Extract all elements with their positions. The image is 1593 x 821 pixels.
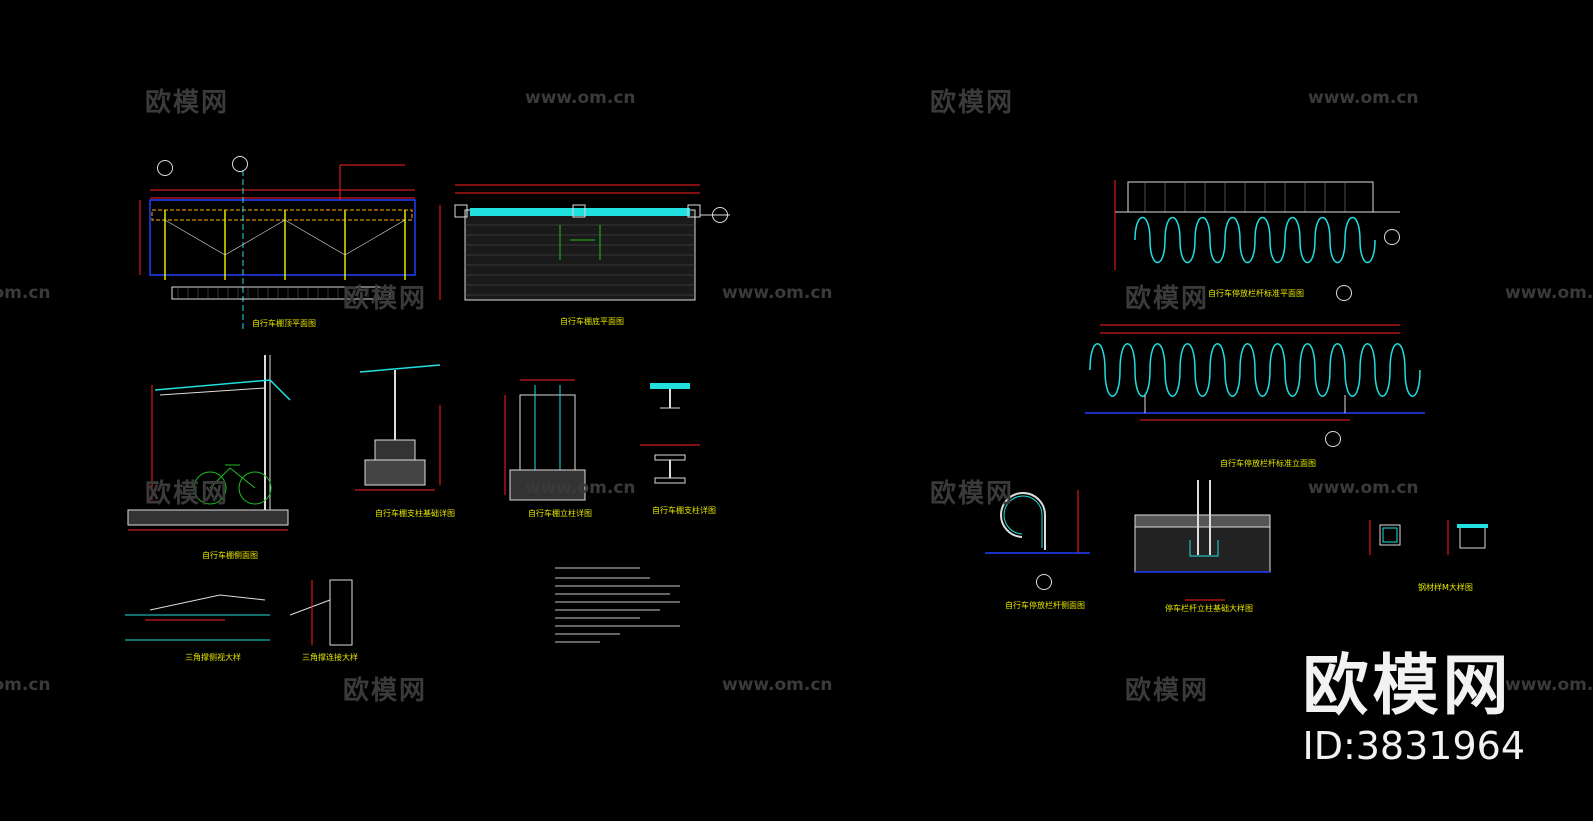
watermark-text: 欧模网 — [343, 676, 428, 706]
section-marker-icon — [1384, 229, 1400, 245]
watermark-text: 欧模网 — [1125, 284, 1210, 314]
watermark-text: 欧模网 — [145, 88, 230, 118]
support-detail-drawing — [640, 383, 700, 484]
roof-plan-drawing — [139, 164, 416, 330]
watermark-url: www.om.cn — [1505, 675, 1593, 695]
caption-roof-plan: 自行车棚顶平面图 — [252, 319, 316, 328]
column-detail-drawing — [504, 379, 586, 501]
brand-name: 欧模网 — [1302, 647, 1513, 724]
caption-floor-plan: 自行车棚底平面图 — [560, 317, 624, 326]
foundation-detail-drawing — [355, 364, 441, 491]
rack-side-drawing — [985, 490, 1090, 554]
brand-logo: 欧模网 ID:3831964 — [1302, 650, 1525, 770]
model-id: ID:3831964 — [1302, 724, 1525, 768]
rack-elevation-drawing — [1085, 324, 1425, 421]
watermark-url: www.om.cn — [525, 88, 636, 108]
caption-rack-plan: 自行车停放栏杆标准平面图 — [1208, 289, 1304, 298]
watermark-text: 欧模网 — [343, 284, 428, 314]
watermark-text: 欧模网 — [1125, 676, 1210, 706]
watermark-url: www.om.cn — [0, 675, 51, 695]
rack-foundation-drawing — [1134, 480, 1271, 601]
watermark-url: www.om.cn — [722, 283, 833, 303]
caption-rack-elevation: 自行车停放栏杆标准立面图 — [1220, 459, 1316, 468]
section-marker-icon — [1336, 285, 1352, 301]
steel-detail-drawing — [1369, 520, 1488, 555]
caption-bracket-side: 三角撑侧视大样 — [185, 653, 241, 662]
caption-column-detail: 自行车棚立柱详图 — [528, 509, 592, 518]
caption-support-detail: 自行车棚支柱详图 — [652, 506, 716, 515]
caption-side-elevation: 自行车棚侧面图 — [202, 551, 258, 560]
watermark-text: 欧模网 — [930, 88, 1015, 118]
side-elevation-drawing — [127, 355, 291, 531]
watermark-url: www.om.cn — [722, 675, 833, 695]
section-marker-icon — [1036, 574, 1052, 590]
notes-block — [555, 567, 680, 643]
floor-plan-drawing — [439, 184, 730, 301]
section-marker-icon — [157, 160, 173, 176]
caption-steel-detail: 钢材样M大样图 — [1418, 583, 1473, 592]
section-marker-icon — [1325, 431, 1341, 447]
caption-rack-side: 自行车停放栏杆侧面图 — [1005, 601, 1085, 610]
watermark-text: 欧模网 — [930, 479, 1015, 509]
watermark-url: www.om.cn — [525, 478, 636, 498]
section-marker-icon — [712, 207, 728, 223]
watermark-url: www.om.cn — [0, 283, 51, 303]
watermark-url: www.om.cn — [1308, 88, 1419, 108]
section-marker-icon — [232, 156, 248, 172]
caption-foundation-detail: 自行车棚支柱基础详图 — [375, 509, 455, 518]
caption-rack-foundation: 停车栏杆立柱基础大样图 — [1165, 604, 1253, 613]
bracket-details-drawing — [125, 579, 353, 646]
watermark-url: www.om.cn — [1505, 283, 1593, 303]
watermark-url: www.om.cn — [1308, 478, 1419, 498]
rack-plan-drawing — [1114, 180, 1400, 270]
caption-bracket-connection: 三角撑连接大样 — [302, 653, 358, 662]
watermark-text: 欧模网 — [145, 479, 230, 509]
